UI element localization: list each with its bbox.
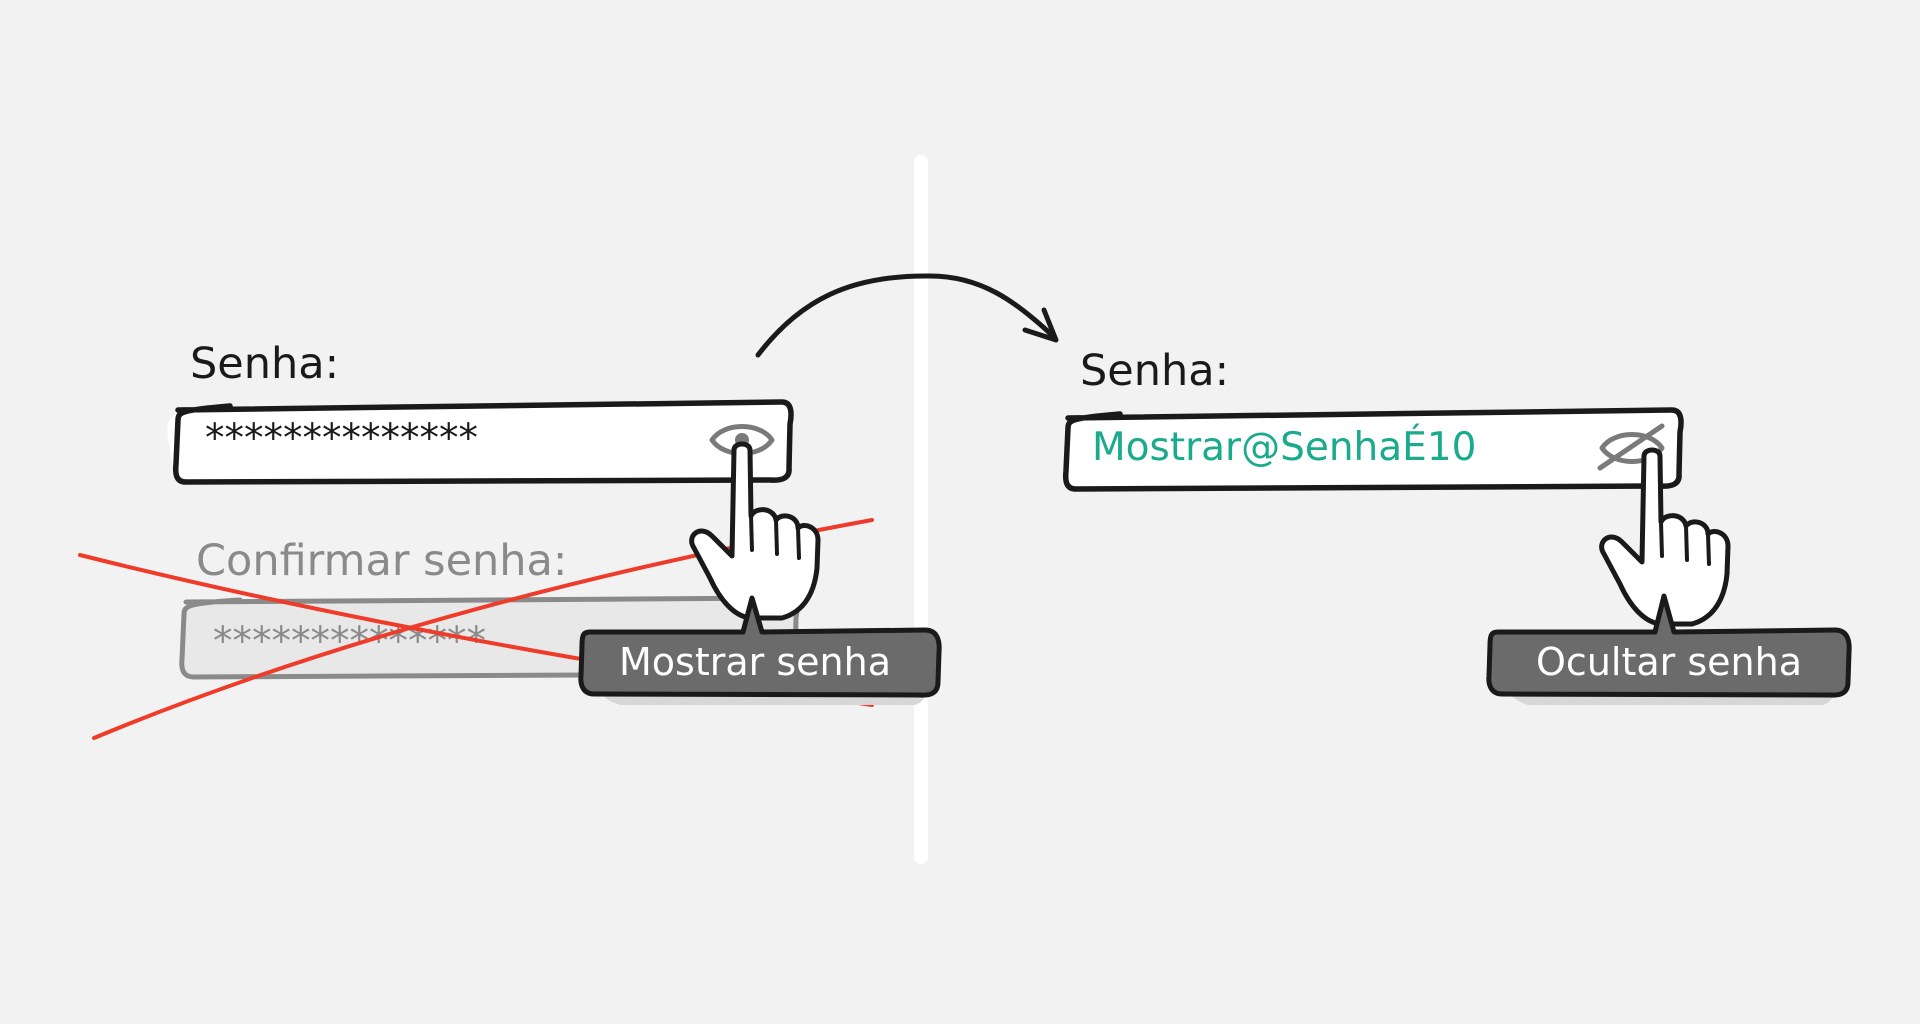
password-label: Senha: (1080, 346, 1229, 396)
panel-divider (913, 155, 929, 864)
right-panel: Senha: Mostrar@SenhaÉ10 Ocultar senha (1062, 346, 1852, 705)
hide-password-tooltip: Ocultar senha (1486, 593, 1852, 705)
show-password-tooltip-text: Mostrar senha (619, 640, 891, 684)
hand-cursor-icon (689, 441, 821, 621)
confirm-password-label: Confirmar senha: (196, 536, 567, 586)
password-input-value: Mostrar@SenhaÉ10 (1092, 423, 1476, 470)
password-label: Senha: (190, 339, 339, 389)
password-field[interactable]: ************** (167, 399, 794, 485)
eye-slash-icon[interactable] (1597, 423, 1665, 471)
left-panel: Senha: ************** Confirmar senha: *… (78, 339, 942, 740)
hand-cursor-icon (1599, 447, 1731, 627)
password-field[interactable]: Mostrar@SenhaÉ10 (1062, 407, 1684, 492)
hide-password-tooltip-text: Ocultar senha (1536, 640, 1802, 684)
show-password-tooltip: Mostrar senha (578, 595, 942, 705)
transition-arrow (755, 273, 1059, 358)
confirm-input-value: ************** (213, 619, 486, 664)
password-input-value: ************** (205, 416, 478, 461)
